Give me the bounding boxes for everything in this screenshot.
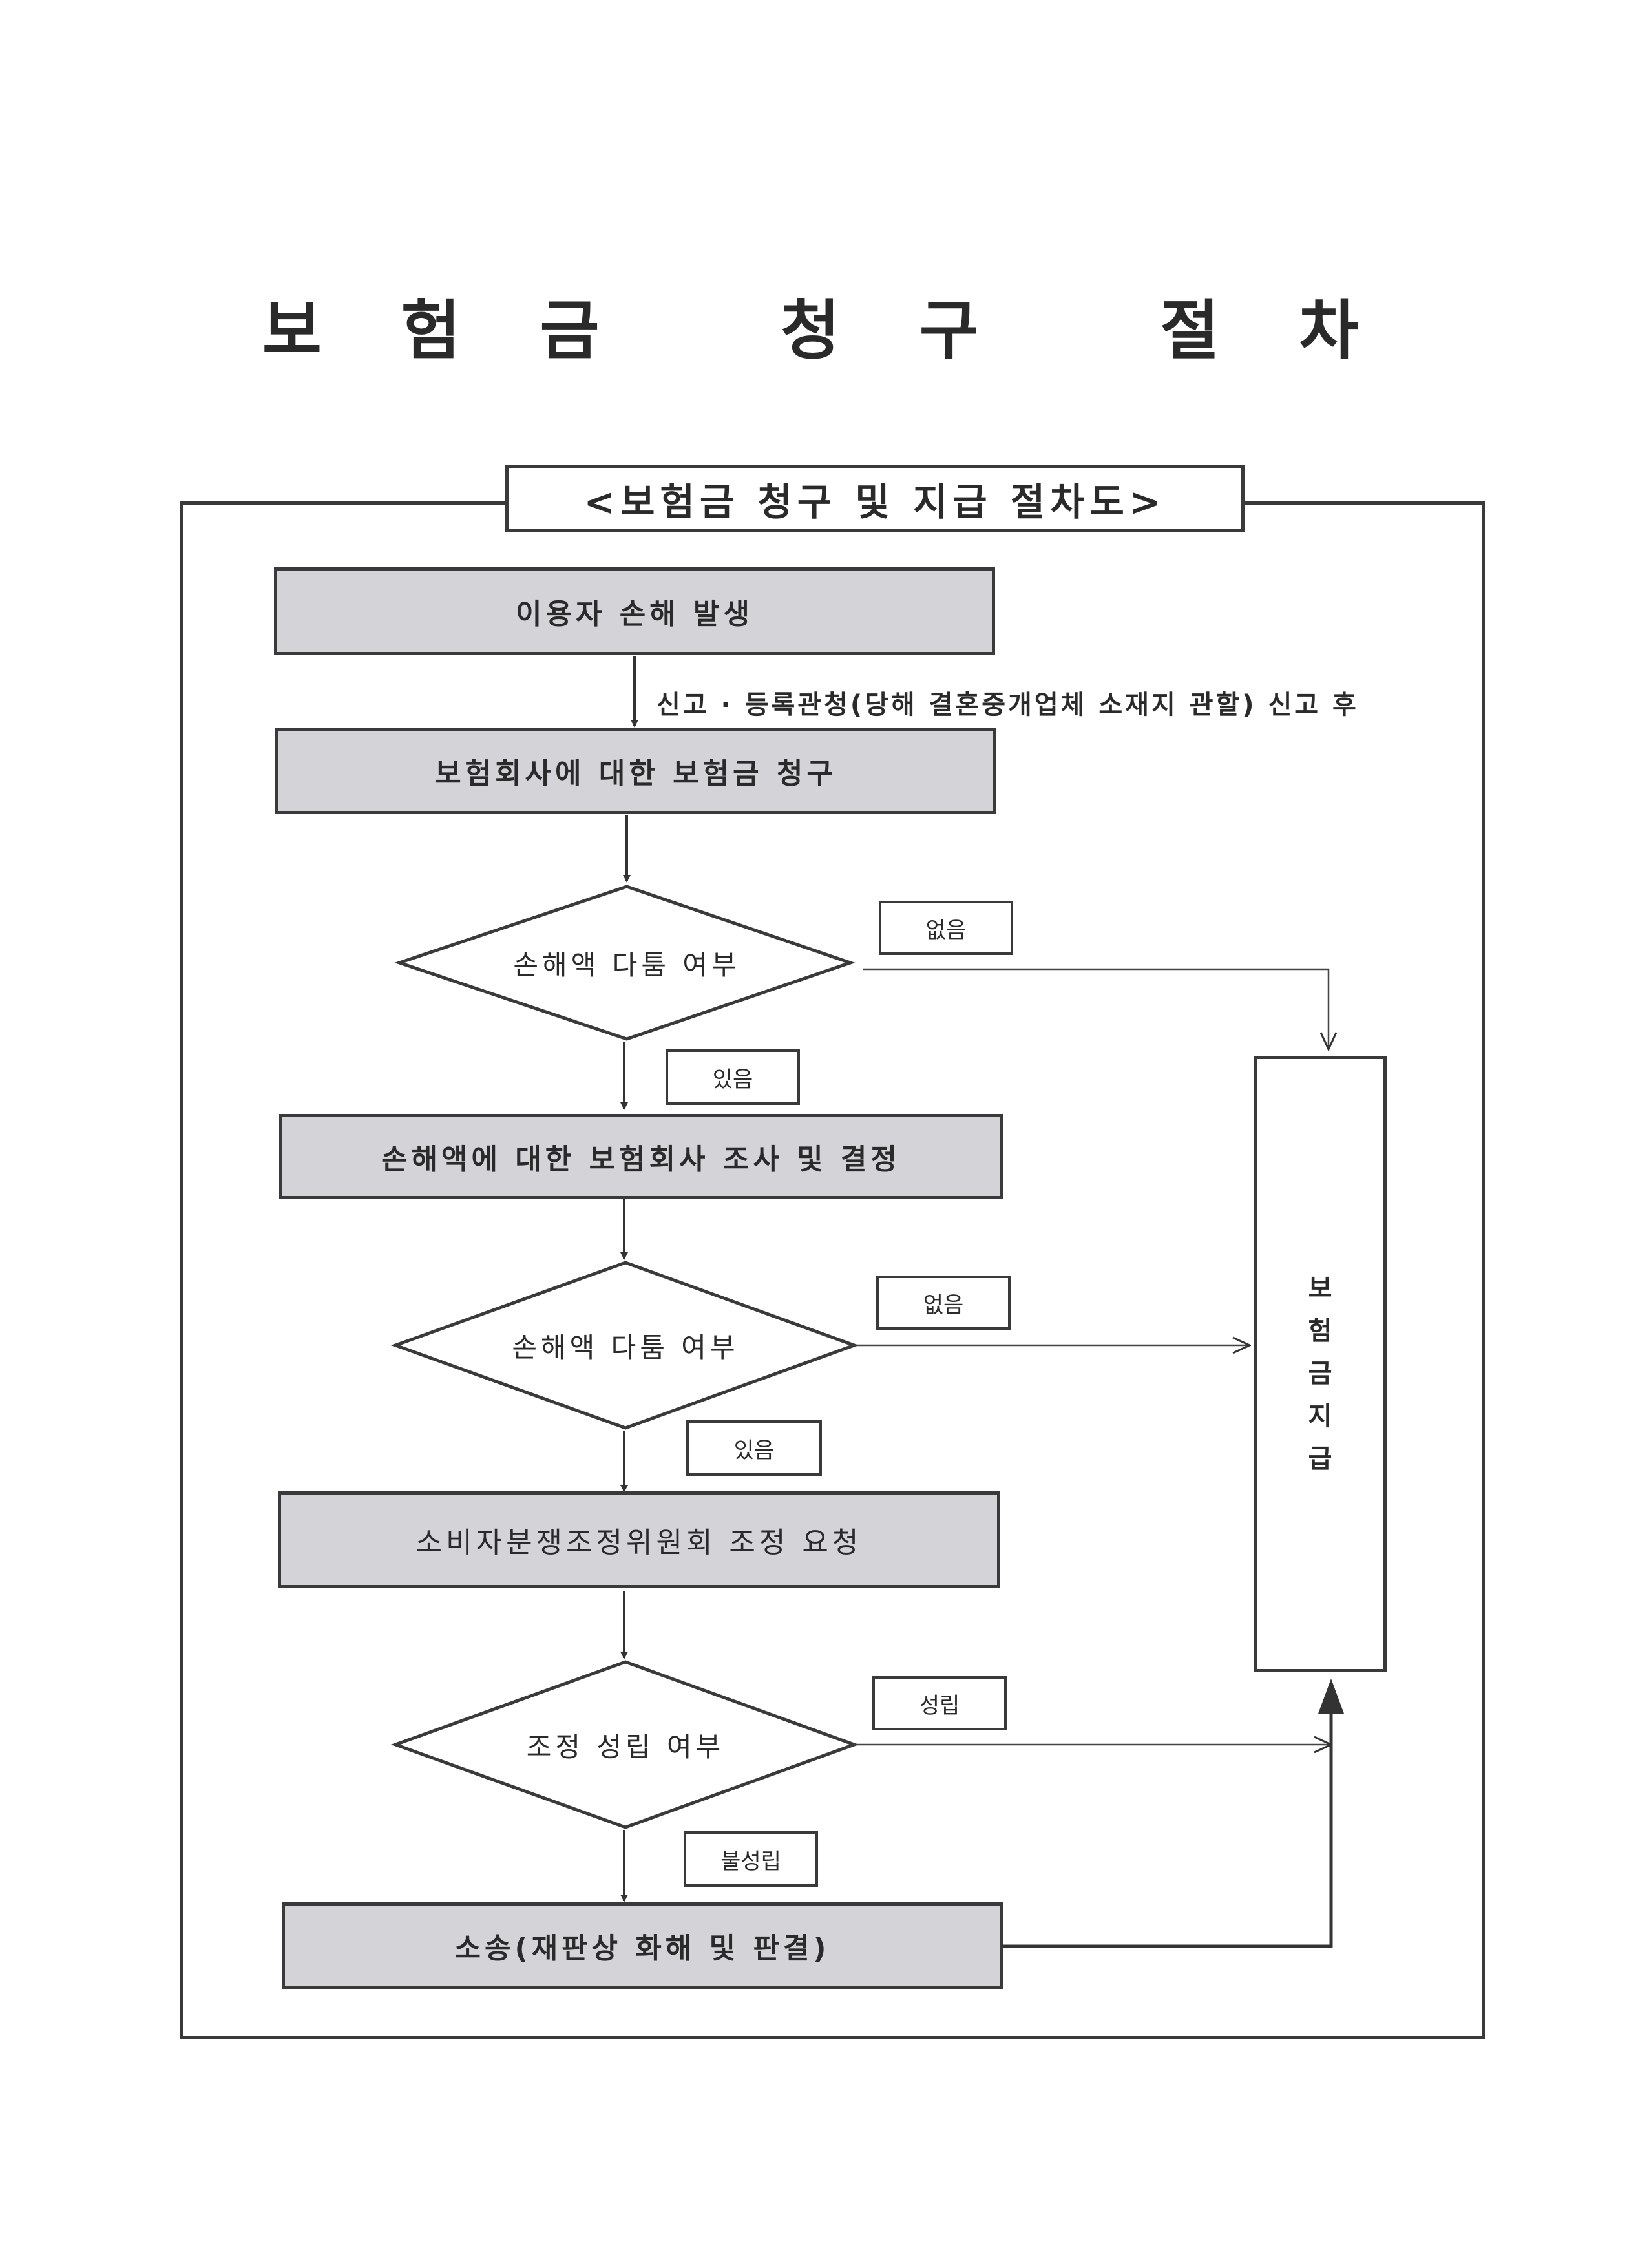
step-insurance-claim: 보험회사에 대한 보험금 청구 [275, 728, 996, 814]
step-lawsuit: 소송(재판상 화해 및 판결) [282, 1902, 1003, 1989]
payout-char: 금 [1308, 1359, 1332, 1389]
page-title: 보 험 금 청 구 절 차 [262, 292, 1387, 368]
payout-char: 보 [1308, 1274, 1332, 1303]
arrow-d1-payout [863, 968, 1329, 1049]
decision-text-3: 조정 성립 여부 [526, 1730, 725, 1763]
payout-char: 급 [1308, 1444, 1332, 1474]
step-mediation-request: 소비자분쟁조정위원회 조정 요청 [278, 1491, 1000, 1588]
step-insurer-investigation: 손해액에 대한 보험회사 조사 및 결정 [279, 1114, 1003, 1199]
report-note: 신고 · 등록관청(당해 결혼중개업체 소재지 관할) 신고 후 [656, 690, 1359, 720]
label-d2-yes: 있음 [686, 1420, 822, 1476]
payout-char: 험 [1308, 1316, 1332, 1346]
step-damage-occurs: 이용자 손해 발생 [274, 567, 995, 655]
arrow-s5-payout [1003, 1712, 1333, 1948]
decision-text-2: 손해액 다툼 여부 [512, 1331, 739, 1363]
label-d3-yes: 성립 [872, 1676, 1007, 1730]
decision-diamond-1 [394, 885, 856, 1041]
label-d3-no: 불성립 [684, 1831, 818, 1887]
arrowhead-s5-payout [1318, 1679, 1344, 1714]
label-d2-no: 없음 [876, 1276, 1011, 1330]
label-d1-no: 없음 [879, 901, 1013, 955]
decision-text-1: 손해액 다툼 여부 [513, 949, 740, 981]
payout-char: 지 [1308, 1402, 1332, 1431]
label-d1-yes: 있음 [666, 1049, 800, 1105]
payout-box: 보 험 금 지 급 [1254, 1056, 1387, 1672]
flowchart-caption: <보험금 청구 및 지급 절차도> [505, 465, 1245, 532]
